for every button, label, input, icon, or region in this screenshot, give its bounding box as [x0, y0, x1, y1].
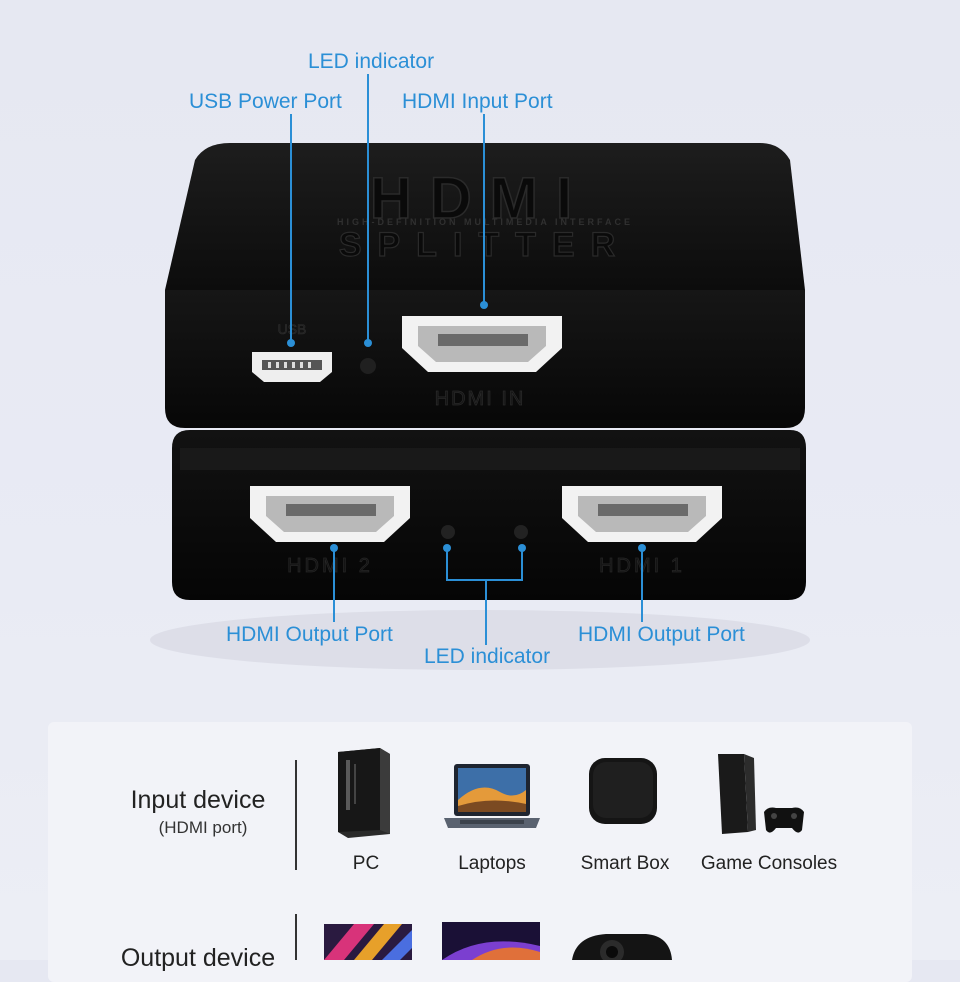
input-device-title: Input device — [130, 786, 266, 814]
device-label-game-consoles: Game Consoles — [700, 853, 838, 874]
hdmi-in-silk: HDMI IN — [435, 388, 526, 410]
device-label-pc: PC — [352, 853, 380, 874]
output-row-divider — [295, 914, 297, 960]
callout-usb-power: USB Power Port — [189, 90, 342, 113]
pc-tower-icon — [338, 748, 390, 838]
hdmi-1-port: HDMI 1 — [562, 486, 722, 577]
device-label-smart-box: Smart Box — [580, 853, 670, 874]
monitor-icon — [324, 924, 412, 960]
callout-led-top: LED indicator — [308, 50, 435, 73]
tv-icon — [442, 922, 540, 960]
splitter-lower-body — [172, 430, 806, 600]
device-label-laptops: Laptops — [458, 853, 526, 874]
splitter-illustration: HDMI HIGH-DEFINITION MULTIMEDIA INTERFAC… — [150, 74, 810, 670]
led-top — [360, 358, 376, 374]
usb-power-port: USB — [252, 321, 332, 382]
hdmi-2-silk: HDMI 2 — [287, 555, 373, 577]
output-device-title: Output device — [120, 944, 276, 972]
hdmi-2-port: HDMI 2 — [250, 486, 410, 577]
callout-dots — [287, 301, 646, 552]
floor-shadow — [150, 610, 810, 670]
callout-led-bottom: LED indicator — [424, 645, 551, 668]
input-row-divider — [295, 760, 297, 870]
hdmi-logo-emboss: HDMI — [370, 166, 590, 231]
laptop-icon — [444, 764, 540, 828]
callout-lines — [290, 74, 643, 645]
splitter-title-emboss: SPLITTER — [339, 226, 631, 264]
game-console-icon — [718, 754, 804, 834]
callout-hdmi-input: HDMI Input Port — [402, 90, 553, 113]
led-bottom-right — [514, 525, 528, 539]
projector-icon — [572, 934, 672, 960]
callout-hdmi-output-left: HDMI Output Port — [226, 623, 393, 646]
hdmi-in-port: HDMI IN — [402, 316, 562, 410]
led-bottom-left — [441, 525, 455, 539]
hdmi-1-silk: HDMI 1 — [599, 555, 685, 577]
smart-box-icon — [589, 758, 657, 824]
input-device-subtitle: (HDMI port) — [158, 818, 248, 837]
callout-hdmi-output-right: HDMI Output Port — [578, 623, 745, 646]
